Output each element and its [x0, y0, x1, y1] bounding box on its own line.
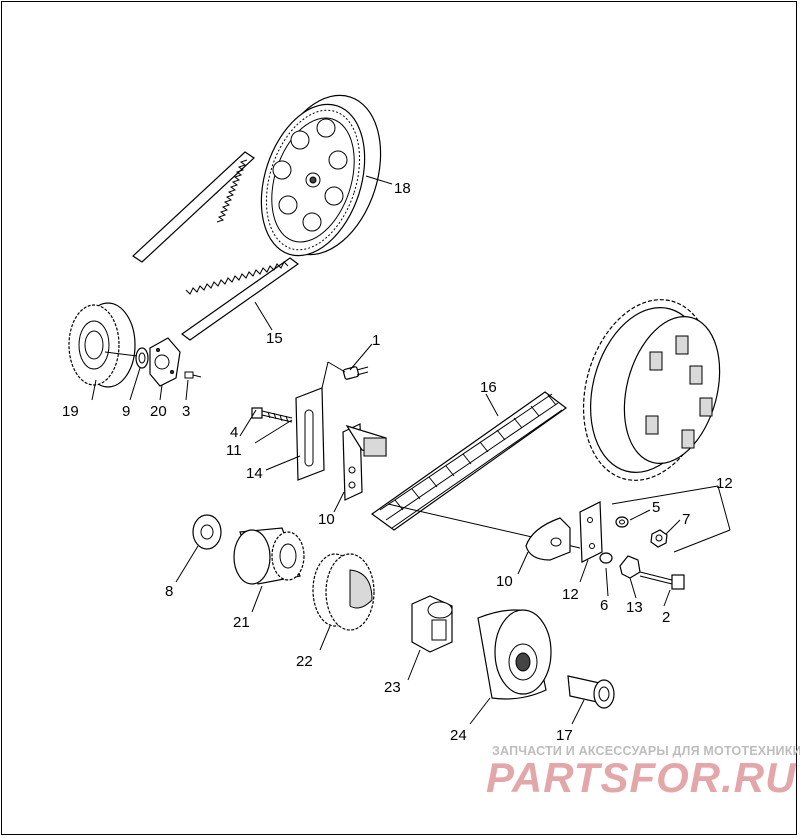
belt-segment-upper [132, 151, 255, 263]
transmission-sprocket-part-20 [68, 302, 136, 388]
drum-part-25 [477, 609, 552, 700]
callout-21: 20 [150, 403, 167, 420]
bracket-part-11 [342, 423, 387, 501]
screw-part-3 [184, 371, 202, 379]
callout-16: 15 [266, 330, 283, 347]
clutch-sprocket-assembly [582, 299, 721, 481]
callout-17: 16 [480, 379, 497, 396]
callout-12-right: 12 [716, 475, 733, 492]
belt-part-16 [180, 257, 300, 341]
coupler-part-24 [411, 595, 453, 653]
spacer-washer-part-8 [192, 514, 222, 550]
bolt-part-4 [251, 407, 293, 423]
hub-part-22 [233, 527, 305, 585]
watermark-tagline: ЗАПЧАСТИ И АКСЕССУАРЫ ДЛЯ МОТОТЕХНИКИ [492, 744, 800, 758]
callout-20: 19 [62, 403, 79, 420]
plate-part-13 [579, 501, 603, 563]
callout-25: 24 [450, 727, 467, 744]
callout-22: 21 [233, 614, 250, 631]
chain-part-17 [370, 391, 568, 531]
lock-plate-part-21 [149, 337, 181, 387]
callout-10: 10 [496, 573, 513, 590]
callout-2: 2 [662, 609, 670, 626]
slider-part-10 [525, 517, 571, 561]
bolt-part-1 [342, 366, 369, 380]
watermark-logo: PARTSFOR.RU [486, 754, 797, 801]
callout-7: 7 [682, 511, 690, 528]
callout-19: 18 [394, 180, 411, 197]
lockwasher-part-14 [619, 555, 641, 579]
sprocket-part-23 [312, 553, 375, 631]
callout-15: 14 [246, 465, 263, 482]
callout-12-left: 11 [226, 442, 242, 459]
callout-5: 5 [652, 499, 660, 516]
callout-13: 12 [562, 586, 579, 603]
callout-4: 4 [230, 424, 238, 441]
rear-pulley-part-19 [260, 94, 382, 257]
bushing-part-18 [567, 675, 615, 709]
callout-23: 22 [296, 653, 313, 670]
callout-labels: 18 15 1 16 12 4 11 14 10 19 9 20 3 5 7 1… [62, 180, 733, 744]
leader-lines [91, 175, 731, 725]
callout-24: 23 [384, 679, 401, 696]
callout-6: 6 [600, 597, 608, 614]
bolt-part-2 [639, 571, 685, 590]
callout-9: 9 [122, 403, 130, 420]
callout-1: 1 [372, 332, 380, 349]
callout-18: 17 [556, 727, 573, 744]
callout-8: 8 [165, 583, 173, 600]
callout-11: 10 [318, 511, 335, 528]
callout-3: 3 [182, 403, 190, 420]
washer-part-6 [599, 552, 613, 564]
callout-14: 13 [626, 599, 643, 616]
adjuster-plate-part-15 [295, 361, 346, 481]
